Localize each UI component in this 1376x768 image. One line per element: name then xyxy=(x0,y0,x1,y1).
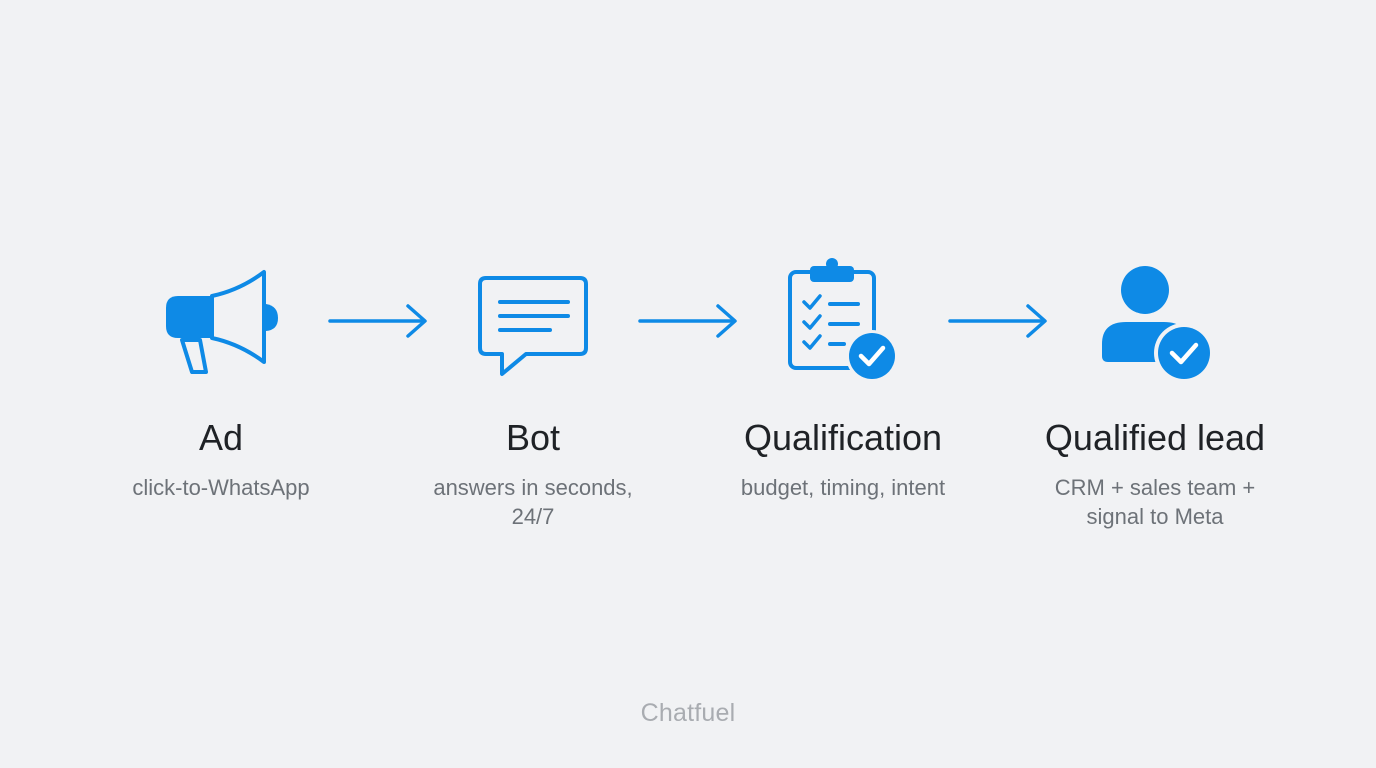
arrow-right-icon xyxy=(948,304,1047,338)
step-subtitle-qualification: budget, timing, intent xyxy=(740,475,946,500)
verified-user-icon xyxy=(1102,266,1214,383)
step-subtitle-bot: answers in seconds, 24/7 xyxy=(433,475,633,529)
step-title-bot: Bot xyxy=(505,417,561,458)
chat-bubble-icon xyxy=(478,276,588,376)
arrow-right-icon xyxy=(638,304,737,338)
megaphone-icon xyxy=(166,270,278,374)
arrow-right-icon xyxy=(328,304,427,338)
step-title-qualified-lead: Qualified lead xyxy=(1044,417,1266,458)
step-title-ad: Ad xyxy=(198,417,244,458)
step-title-qualification: Qualification xyxy=(743,417,943,458)
step-subtitle-qualified-lead: CRM + sales team + signal to Meta xyxy=(1054,475,1256,529)
checklist-clipboard-icon xyxy=(788,258,898,382)
brand-logo-text: Chatfuel xyxy=(640,699,736,727)
step-subtitle-ad: click-to-WhatsApp xyxy=(132,475,310,500)
